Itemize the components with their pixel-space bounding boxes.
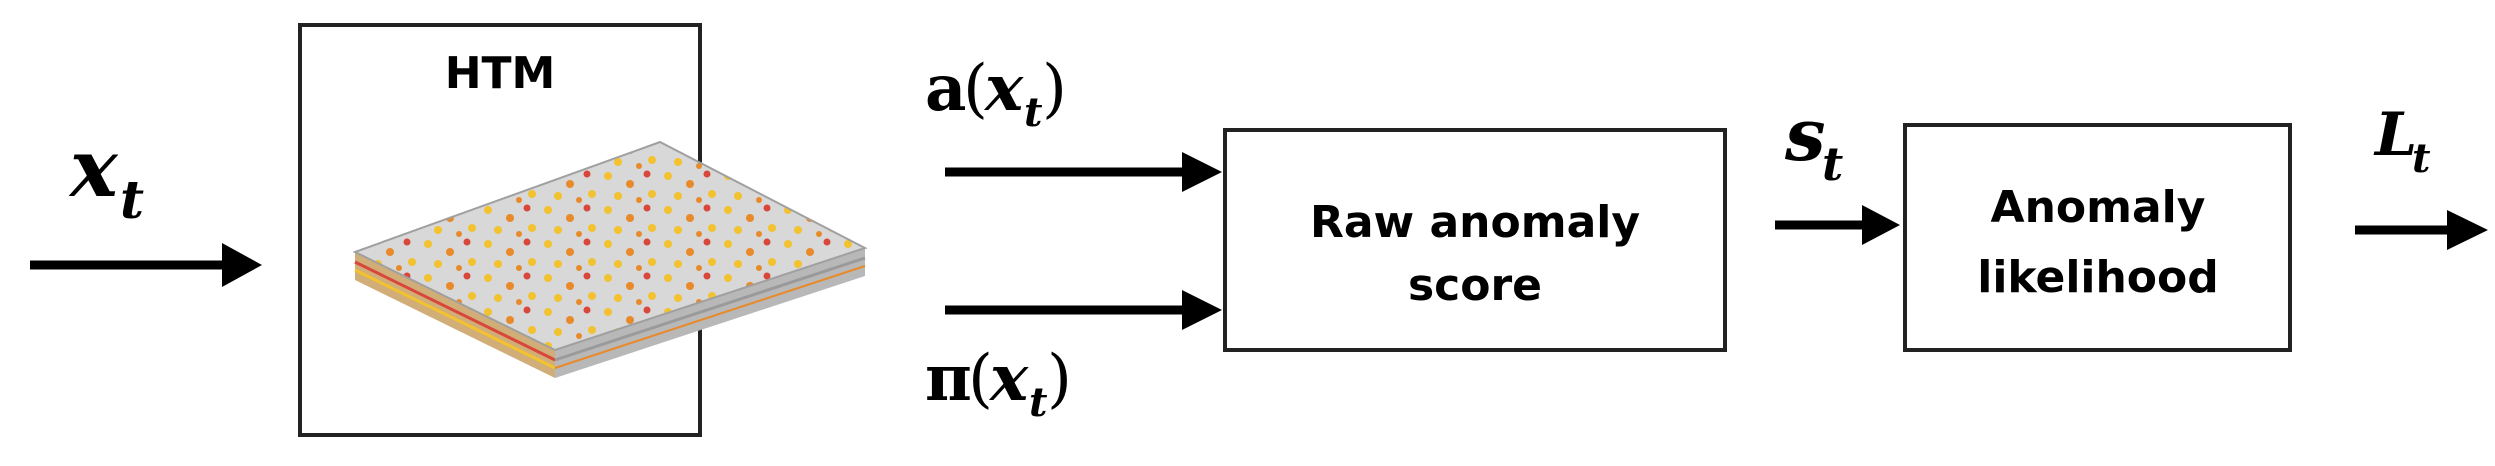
htm-layers-illustration [352, 140, 868, 378]
raw-anomaly-line1: Raw anomaly [1310, 197, 1640, 248]
arrow-score [1775, 205, 1900, 245]
branch-bottom-fn: π [925, 341, 972, 416]
likelihood-line2: likelihood [1977, 252, 2219, 303]
branch-bottom-var: x [988, 341, 1029, 416]
arrow-top [945, 152, 1222, 192]
output-label: L t [2373, 100, 2431, 182]
branch-top-fn: a [925, 51, 966, 126]
likelihood-line1: Anomaly [1991, 182, 2206, 233]
input-arrow [30, 243, 262, 287]
svg-text:(: ( [968, 342, 993, 416]
input-label: x t [68, 121, 144, 231]
branch-top-label: a ( x t ) [925, 51, 1067, 136]
likelihood-box [1903, 123, 2292, 352]
branch-bottom-label: π ( x t ) [925, 341, 1072, 426]
arrow-output [2355, 210, 2488, 250]
score-var: s [1784, 92, 1826, 177]
output-var: L [2373, 100, 2417, 170]
htm-title: HTM [445, 48, 556, 99]
input-var: x [68, 121, 119, 215]
score-label: s t [1784, 92, 1843, 191]
arrow-bottom [945, 290, 1222, 330]
branch-bottom-sub: t [1029, 379, 1048, 426]
raw-anomaly-box [1223, 128, 1727, 352]
score-sub: t [1822, 137, 1843, 191]
svg-text:(: ( [963, 52, 988, 126]
branch-top-var: x [983, 51, 1024, 126]
svg-text:): ) [1042, 52, 1067, 126]
raw-anomaly-line2: score [1408, 260, 1542, 311]
svg-text:): ) [1047, 342, 1072, 416]
input-sub: t [120, 170, 144, 231]
output-sub: t [2412, 135, 2431, 182]
branch-top-sub: t [1024, 89, 1043, 136]
